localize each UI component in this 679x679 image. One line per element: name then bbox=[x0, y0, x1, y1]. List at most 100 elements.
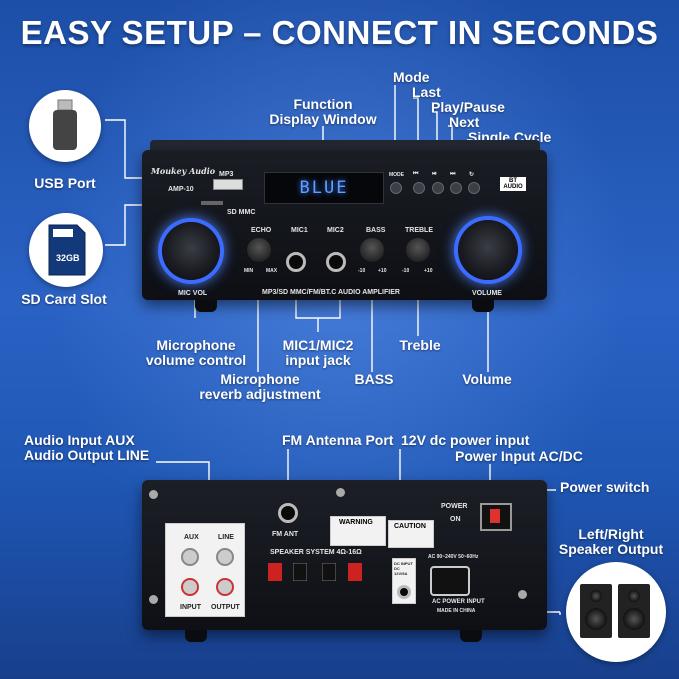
mic2-jack[interactable] bbox=[326, 252, 346, 272]
sd-card-slot[interactable] bbox=[201, 201, 223, 205]
front-foot-left bbox=[195, 300, 217, 312]
power-switch-label: Power switch bbox=[560, 479, 650, 495]
volume-knob[interactable] bbox=[458, 220, 518, 280]
speaker-terminal-2[interactable] bbox=[293, 563, 307, 581]
power-switch[interactable] bbox=[480, 503, 512, 531]
rear-screw-1 bbox=[149, 490, 158, 499]
aux-right-jack[interactable] bbox=[181, 578, 199, 596]
dc-power-jack[interactable] bbox=[397, 585, 411, 599]
bass-min-text: -10 bbox=[358, 268, 366, 274]
function-display-window: BLUE bbox=[264, 172, 384, 204]
play-pause-icon: ⏯ bbox=[432, 171, 437, 177]
usb-port[interactable] bbox=[213, 179, 243, 190]
dc-input-text: DC INPUT DC 12V/5A bbox=[394, 561, 413, 576]
made-in-text: MADE IN CHINA bbox=[437, 608, 476, 614]
aux-left-jack[interactable] bbox=[181, 548, 199, 566]
output-text: OUTPUT bbox=[211, 604, 240, 611]
front-strip-text: MP3/SD MMC/FM/BT.C AUDIO AMPLIFIER bbox=[262, 289, 400, 296]
rear-screw-4 bbox=[149, 595, 158, 604]
bass-label: BASS bbox=[354, 371, 394, 387]
treble-text: TREBLE bbox=[405, 227, 433, 234]
rear-screw-2 bbox=[336, 488, 345, 497]
warning-sticker: WARNING bbox=[330, 516, 386, 546]
rear-screw-3 bbox=[518, 590, 527, 599]
mic2-text: MIC2 bbox=[327, 227, 344, 234]
speakers-circle bbox=[566, 562, 666, 662]
mic-jack-label: MIC1/MIC2 input jack bbox=[282, 337, 354, 368]
last-button[interactable] bbox=[413, 182, 425, 194]
echo-text: ECHO bbox=[251, 227, 272, 234]
volume-text: VOLUME bbox=[472, 290, 502, 297]
rear-foot-left bbox=[185, 630, 207, 642]
speaker-output-label: Left/Right Speaker Output bbox=[558, 526, 664, 557]
bt-audio-badge: BT AUDIO bbox=[500, 177, 526, 191]
line-right-jack[interactable] bbox=[216, 578, 234, 596]
power-text: POWER bbox=[441, 503, 468, 510]
sd-label: SD MMC bbox=[227, 209, 256, 216]
speaker-system-text: SPEAKER SYSTEM 4Ω-16Ω bbox=[270, 549, 362, 556]
line-left-jack[interactable] bbox=[216, 548, 234, 566]
sd-card-circle: 32GB bbox=[29, 213, 103, 287]
usb-label: MP3 bbox=[219, 171, 234, 178]
caution-text: CAUTION bbox=[394, 523, 426, 530]
usb-port-circle bbox=[29, 90, 101, 162]
play-pause-button[interactable] bbox=[432, 182, 444, 194]
mode-label: Mode bbox=[393, 69, 430, 85]
audio-io-panel bbox=[165, 523, 245, 617]
bass-knob[interactable] bbox=[360, 238, 384, 262]
input-text: INPUT bbox=[180, 604, 201, 611]
speaker-terminal-1[interactable] bbox=[268, 563, 282, 581]
mic1-text: MIC1 bbox=[291, 227, 308, 234]
usb-port-label: USB Port bbox=[34, 175, 96, 191]
mic-vol-text: MIC VOL bbox=[178, 290, 208, 297]
play-pause-label: Play/Pause bbox=[431, 99, 505, 115]
mic-volume-label: Microphone volume control bbox=[145, 337, 247, 368]
volume-label: Volume bbox=[462, 371, 512, 387]
speaker-right-woofer bbox=[623, 608, 645, 630]
rear-foot-right bbox=[460, 630, 482, 642]
speaker-terminal-3[interactable] bbox=[322, 563, 336, 581]
caution-sticker: CAUTION bbox=[388, 520, 434, 548]
function-display-label: Function Display Window bbox=[269, 96, 377, 127]
treble-knob[interactable] bbox=[406, 238, 430, 262]
front-foot-right bbox=[472, 300, 494, 312]
usb-drive-icon bbox=[53, 99, 77, 150]
mic1-jack[interactable] bbox=[286, 252, 306, 272]
speaker-right-icon bbox=[618, 584, 650, 638]
dc-power-label: 12V dc power input bbox=[401, 432, 530, 448]
fm-antenna-port[interactable] bbox=[278, 503, 298, 523]
sd-card-icon bbox=[48, 224, 86, 276]
speaker-left-woofer bbox=[585, 608, 607, 630]
single-cycle-icon: ↻ bbox=[469, 172, 475, 178]
speaker-terminal-4[interactable] bbox=[348, 563, 362, 581]
speaker-left-tweeter bbox=[590, 590, 602, 602]
bass-max-text: +10 bbox=[378, 268, 387, 274]
single-cycle-button[interactable] bbox=[468, 182, 480, 194]
line-text: LINE bbox=[218, 534, 234, 541]
mic-volume-knob[interactable] bbox=[162, 222, 220, 280]
ac-power-label: Power Input AC/DC bbox=[455, 448, 583, 464]
fm-antenna-label: FM Antenna Port bbox=[282, 432, 394, 448]
aux-text: AUX bbox=[184, 534, 199, 541]
last-label: Last bbox=[412, 84, 441, 100]
speaker-right-tweeter bbox=[628, 590, 640, 602]
headline: EASY SETUP – CONNECT IN SECONDS bbox=[20, 14, 659, 51]
display-text: BLUE bbox=[299, 178, 349, 198]
next-label: Next bbox=[449, 114, 480, 130]
bass-text: BASS bbox=[366, 227, 386, 234]
sd-card-slot-label: SD Card Slot bbox=[21, 291, 107, 307]
mic-reverb-label: Microphone reverb adjustment bbox=[199, 371, 321, 402]
model-label: AMP-10 bbox=[168, 186, 194, 193]
ac-power-socket[interactable] bbox=[430, 566, 470, 596]
on-text: ON bbox=[450, 516, 461, 523]
mode-button[interactable] bbox=[390, 182, 402, 194]
brand-logo: Moukey Audio bbox=[151, 166, 216, 176]
speaker-left-icon bbox=[580, 584, 612, 638]
treble-label: Treble bbox=[399, 337, 441, 353]
treble-min-text: -10 bbox=[402, 268, 410, 274]
ac-power-input-text: AC POWER INPUT bbox=[432, 599, 485, 605]
next-button[interactable] bbox=[450, 182, 462, 194]
treble-max-text: +10 bbox=[424, 268, 433, 274]
echo-knob[interactable] bbox=[247, 238, 271, 262]
last-icon: ⏮ bbox=[413, 171, 419, 177]
